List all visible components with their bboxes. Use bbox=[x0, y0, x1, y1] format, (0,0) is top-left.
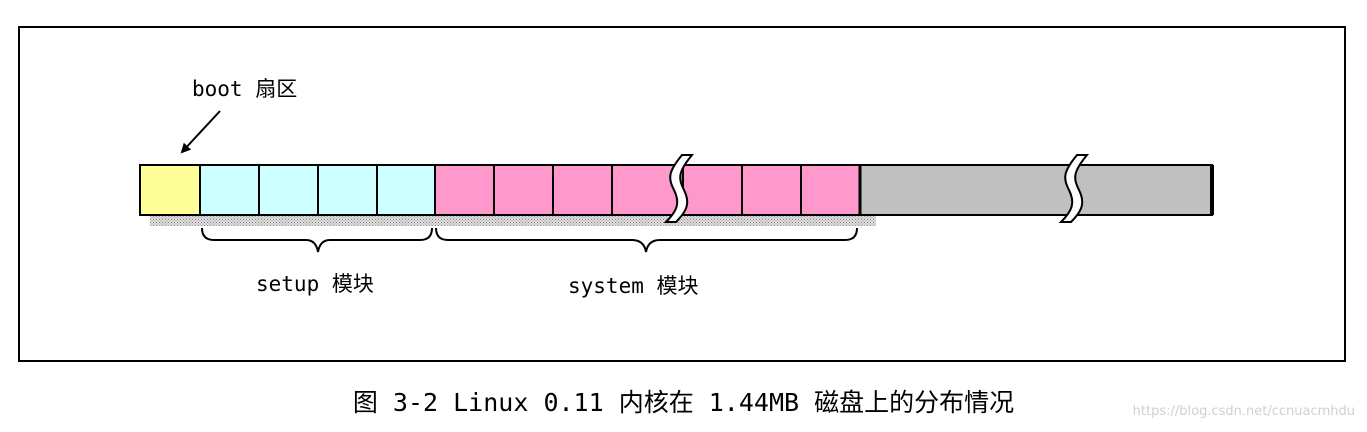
system-module-label: system 模块 bbox=[568, 274, 699, 298]
setup-block bbox=[317, 164, 378, 216]
system-block bbox=[741, 164, 802, 216]
setup-block bbox=[258, 164, 319, 216]
system-blocks bbox=[434, 164, 861, 216]
figure-frame bbox=[18, 26, 1346, 362]
system-block bbox=[493, 164, 554, 216]
system-break-mark bbox=[663, 154, 695, 223]
setup-brace bbox=[201, 227, 433, 253]
system-block bbox=[682, 164, 743, 216]
figure-caption: 图 3-2 Linux 0.11 内核在 1.44MB 磁盘上的分布情况 bbox=[352, 388, 1015, 417]
boot-arrow bbox=[180, 110, 221, 154]
system-brace bbox=[435, 227, 858, 253]
system-block bbox=[800, 164, 861, 216]
setup-block bbox=[199, 164, 260, 216]
used-area-shadow bbox=[150, 216, 876, 226]
system-block bbox=[552, 164, 613, 216]
boot-sector-label: boot 扇区 bbox=[192, 77, 298, 101]
setup-module-label: setup 模块 bbox=[256, 272, 374, 296]
system-block bbox=[611, 164, 684, 216]
system-block bbox=[434, 164, 495, 216]
setup-blocks bbox=[199, 164, 436, 216]
free-disk-area bbox=[859, 164, 1213, 216]
setup-block bbox=[376, 164, 436, 216]
watermark-text: https://blog.csdn.net/ccnuacmhdu bbox=[1132, 404, 1355, 419]
boot-sector-block bbox=[139, 164, 201, 216]
free-area-break-mark bbox=[1058, 154, 1090, 223]
